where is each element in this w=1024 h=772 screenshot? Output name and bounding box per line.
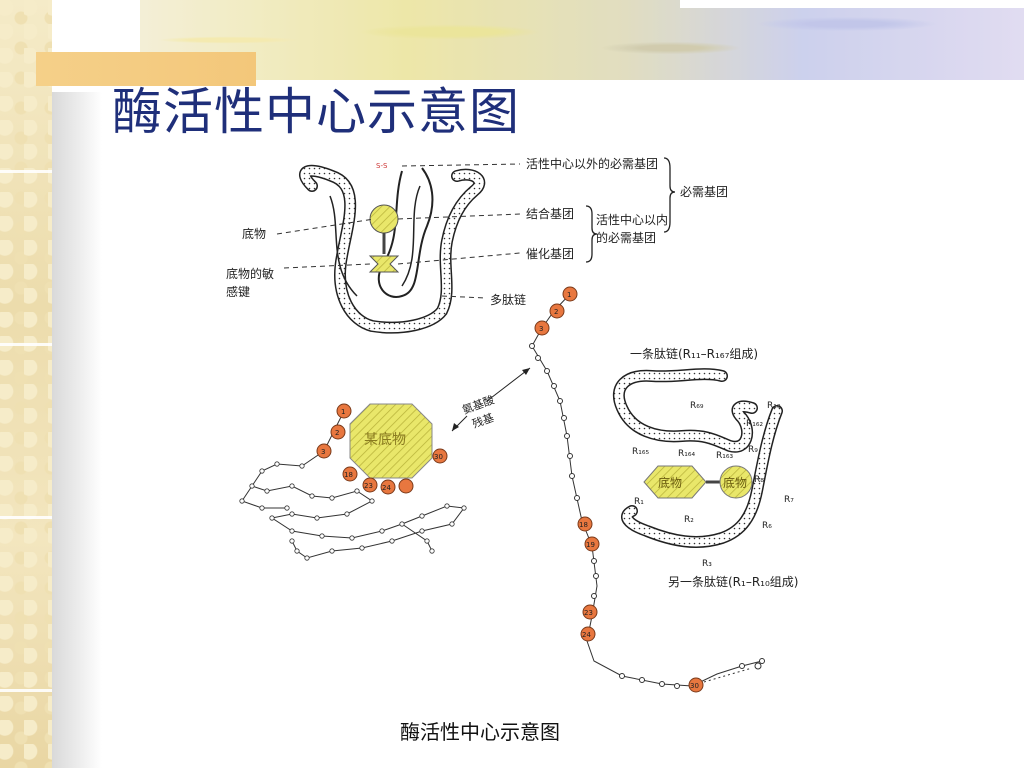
center-bead-3: 3 [539,325,543,333]
diagram-figure: S-S 活性中心以外的必需基团 必需基团 结合基团 活性中心以内 的必需基团 催… [102,146,962,768]
enzyme-sketch: S-S 活性中心以外的必需基团 必需基团 结合基团 活性中心以内 的必需基团 催… [226,156,728,334]
arrowhead-right [522,368,530,375]
top-banner-accent [36,52,256,86]
residue-r1: R₁ [634,497,644,507]
residue-r163: R₁₆₃ [716,451,733,461]
label-sensitive-bond-1: 底物的敏 [226,266,274,281]
center-chain-end [754,662,762,670]
left-bead-3: 3 [321,448,325,456]
left-bead-18: 18 [344,471,353,479]
arrow-right [486,367,531,402]
right-substrate-hexagon [643,465,707,499]
slide-title: 酶活性中心示意图 [112,83,520,141]
residue-r165: R₁₆₅ [632,447,649,457]
residue-r6: R₆ [762,521,772,531]
right-substrate-circle [719,465,753,499]
left-cluster-small-beads [239,461,467,561]
top-white-edge [680,0,1024,8]
center-chain-small-beads [529,343,765,689]
enzyme-sensitive-bond [368,255,400,273]
brace-inside [585,205,598,263]
left-bead-1: 1 [341,408,345,416]
center-bead-1: 1 [567,291,571,299]
brace-necessary [663,157,676,233]
enzyme-leader-lines [276,163,521,299]
label-catalytic-group: 催化基团 [526,247,574,261]
right-chain-label: 一条肽链(R₁₁–R₁₆₇组成) [630,346,758,361]
diagram-svg: S-S 活性中心以外的必需基团 必需基团 结合基团 活性中心以内 的必需基团 催… [226,156,798,693]
label-necessary-groups: 必需基团 [680,185,728,199]
label-polypeptide: 多肽链 [490,292,526,307]
right-chain-upper-fill [614,369,757,452]
center-bead-23: 23 [584,609,593,617]
residue-r10: R₁₀ [767,401,781,411]
left-cluster-backbone [241,450,465,559]
top-decorative-banner [140,0,1024,80]
center-bead-24: 24 [582,631,591,639]
enzyme-chain-2 [377,167,434,298]
label-outside-groups: 活性中心以外的必需基团 [526,156,658,171]
right-substrate-right-label: 底物 [723,475,747,490]
enzyme-chain-fill [300,166,484,333]
left-substrate-label: 某底物 [364,432,406,448]
label-inside-groups-1: 活性中心以内 [596,212,668,227]
enzyme-substrate-ball [369,204,399,234]
center-chain-backbone [531,293,763,687]
residue-r8: R₈ [754,475,764,485]
residue-r3: R₃ [702,559,712,569]
figure-caption: 酶活性中心示意图 [400,720,560,744]
right-substrate-left-label: 底物 [658,475,682,490]
residue-r2: R₂ [684,515,694,525]
left-bead-2: 2 [335,429,339,437]
left-shadow [52,92,102,768]
enzyme-chain-3 [329,185,421,297]
right-cluster: 底物 底物 一条肽链(R₁₁–R₁₆₇组成) 另一条肽链(R₁–R₁₀组成) R… [612,346,798,589]
center-bead-30: 30 [690,682,699,690]
ss-mark: S-S [376,162,388,170]
left-bead-23: 23 [364,482,373,490]
enzyme-chain [299,164,486,334]
residue-r162: R₁₆₂ [746,419,763,429]
label-substrate: 底物 [242,226,266,241]
center-numbered-beads: 1 2 3 18 19 23 24 30 [534,286,704,693]
label-binding-group: 结合基团 [526,206,574,221]
left-bead-30: 30 [434,453,443,461]
right-residue-labels: R₆₉ R₁₆₂ R₁₀ R₁₆₅ R₁₆₄ R₁₆₃ R₉ R₈ R₇ R₁ … [632,401,794,569]
center-chain-tail [703,667,753,683]
residue-r7: R₇ [784,495,794,505]
arrowhead-left [452,423,459,431]
residue-r69: R₆₉ [690,401,704,411]
center-bead-2: 2 [554,308,558,316]
left-cluster: 某底物 1 2 3 30 18 23 24 [239,403,467,561]
left-numbered-beads: 1 2 3 30 18 23 24 [316,403,448,495]
right-chain-lower-fill [622,406,782,547]
center-bead-19: 19 [586,541,595,549]
right-other-chain-label: 另一条肽链(R₁–R₁₀组成) [668,574,798,589]
left-decorative-strip [0,0,52,768]
label-inside-groups-2: 的必需基团 [596,230,656,245]
left-substrate-octagon [349,403,433,479]
left-bead-24: 24 [382,484,391,492]
label-sensitive-bond-2: 感键 [226,284,250,299]
residue-r164: R₁₆₄ [678,449,695,459]
center-bead-18: 18 [579,521,588,529]
residue-r9: R₉ [748,445,758,455]
left-bead-extra [398,478,414,494]
